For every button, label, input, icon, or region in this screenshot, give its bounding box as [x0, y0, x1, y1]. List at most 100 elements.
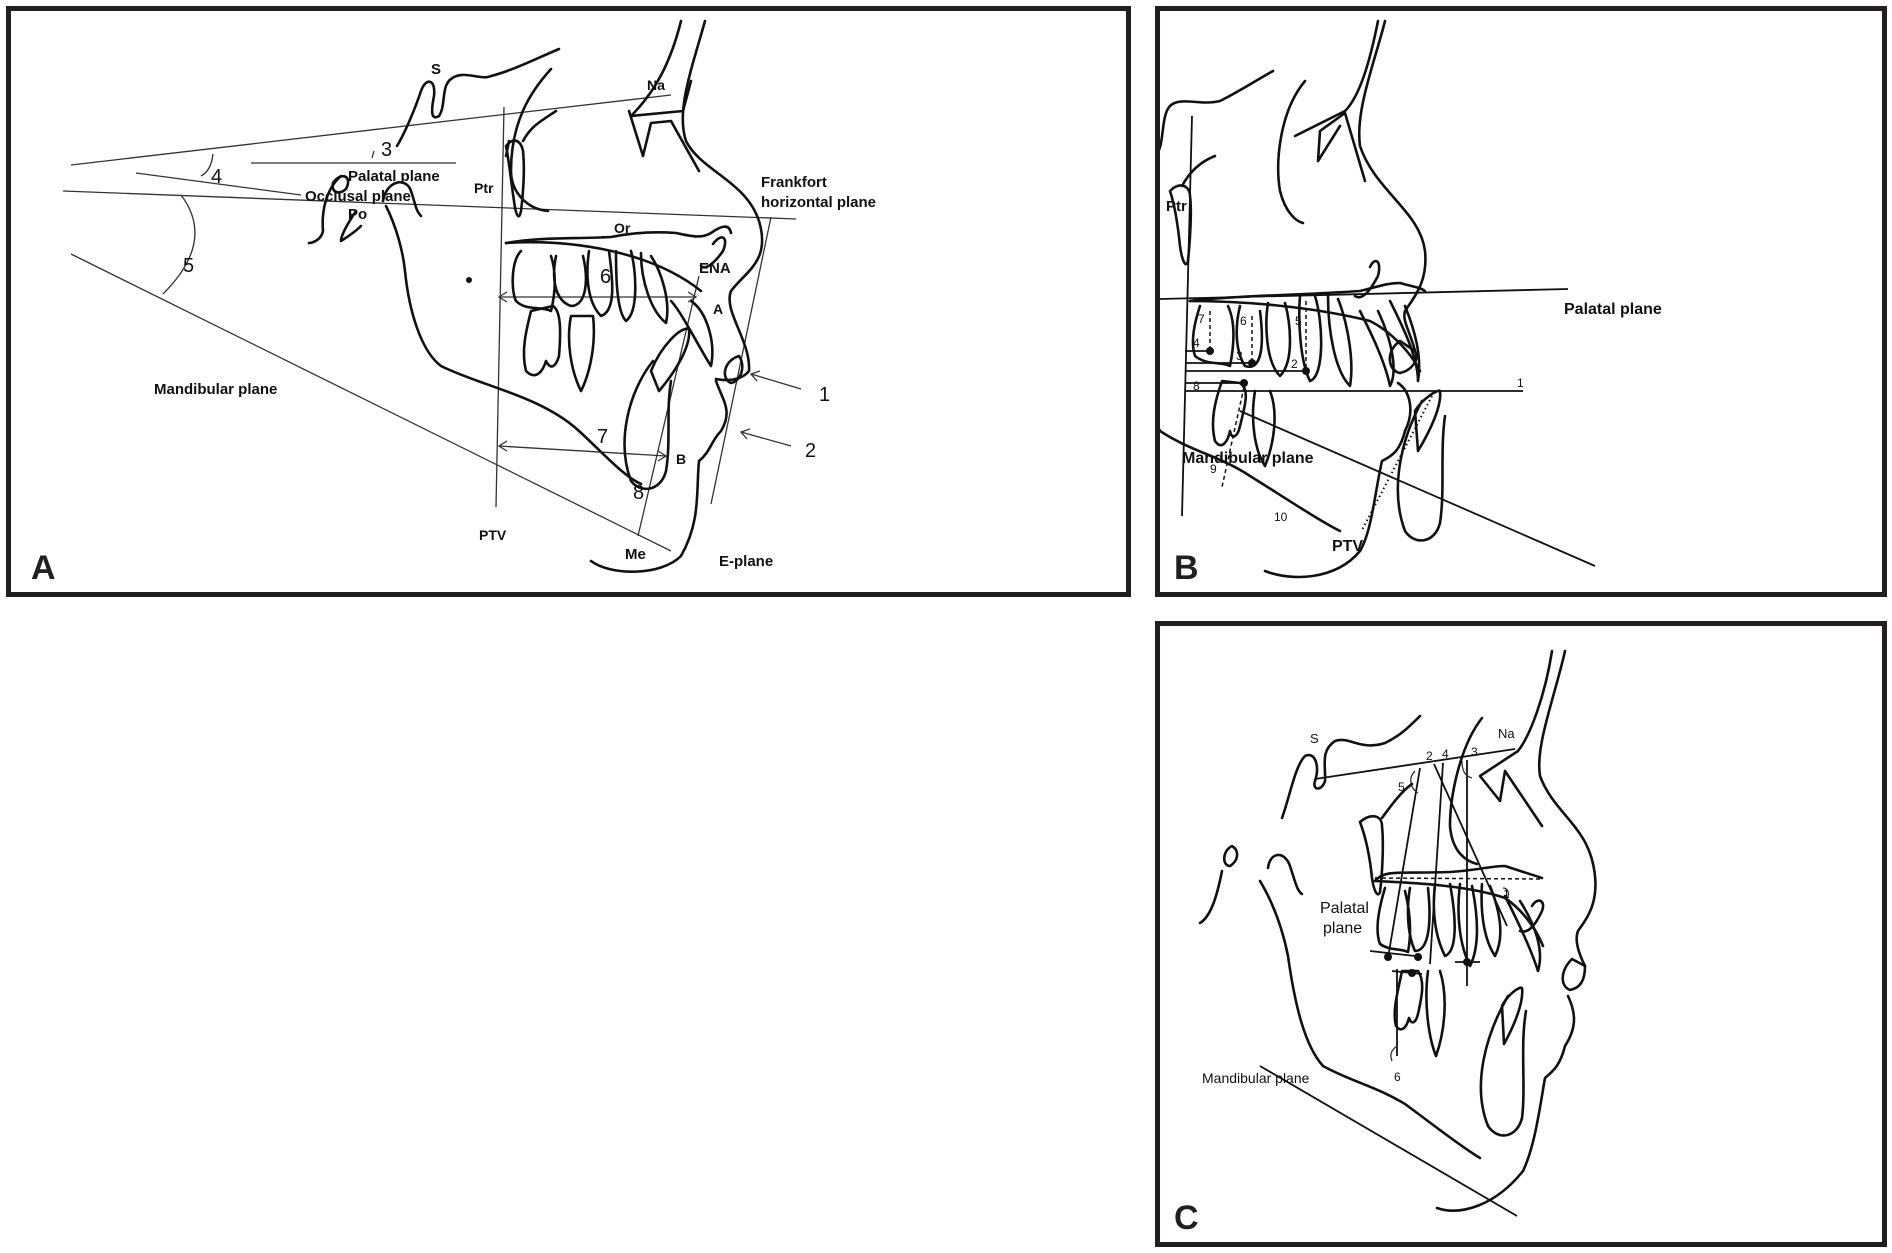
- label-ptv: PTV: [479, 527, 507, 543]
- upper-lip-outline: [723, 354, 744, 385]
- soft-tissue-nose-profile: [1357, 19, 1427, 353]
- occlusal-curve: [1188, 299, 1422, 373]
- sella-outline: [1160, 69, 1275, 151]
- measure-1: 1: [1503, 887, 1510, 901]
- pterygoid-outline: [1168, 154, 1217, 266]
- label-s: S: [431, 61, 441, 78]
- orbit-outline: [1448, 716, 1484, 866]
- measure-10: 10: [1274, 510, 1288, 524]
- measure-7: 7: [597, 426, 608, 448]
- angle-arc-4: [200, 153, 214, 177]
- soft-tissue-nose-profile: [681, 19, 764, 382]
- upper-molar-outline: [1191, 301, 1292, 378]
- soft-tissue-nose-profile: [1537, 649, 1597, 968]
- ptv-line: [1181, 115, 1193, 517]
- angle-arc-5: [1410, 770, 1419, 794]
- label-na: Na: [647, 77, 665, 93]
- measure-8: 8: [633, 482, 644, 504]
- upper-premolar-canine-outline: [586, 249, 669, 325]
- sn-line: [1314, 748, 1516, 780]
- styloid-outline: [339, 209, 363, 243]
- upper-molar-outline: [1376, 886, 1431, 954]
- lower-premolar-outline: [567, 314, 596, 393]
- panel-letter-a: A: [31, 549, 56, 587]
- mandibular-plane-line: [1239, 410, 1596, 567]
- arrow-7-line: [498, 445, 667, 457]
- label-palatal-line-1: Palatal: [1320, 900, 1369, 917]
- label-ptr: Ptr: [474, 180, 494, 196]
- measure-2: 2: [1291, 357, 1298, 371]
- panel-a: S Na Po Ptr Or ENA A B Me PTV Palatal pl…: [6, 6, 1131, 597]
- label-b-point: B: [676, 451, 686, 467]
- upper-premolar-outline: [1432, 882, 1502, 968]
- panel-a-tracing: S Na Po Ptr Or ENA A B Me PTV Palatal pl…: [31, 19, 876, 587]
- measure-4: 4: [211, 166, 222, 188]
- nose-ala-outline: [1518, 899, 1545, 933]
- upper-incisor-outline: [1503, 894, 1542, 973]
- panel-c-tracing: S Na Palatal plane Mandibular plane 1 2 …: [1174, 649, 1597, 1237]
- label-frankfort-line-1: Frankfort: [761, 174, 827, 191]
- label-palatal-line-2: plane: [1323, 920, 1362, 937]
- line-4: [1429, 762, 1444, 965]
- palate-outline: [1373, 864, 1544, 883]
- porion-circle: [331, 174, 350, 194]
- nose-tip-outline: [1561, 957, 1587, 992]
- angle-arc-3: [371, 150, 375, 159]
- nose-ala-outline: [1353, 259, 1381, 299]
- measure-2: 2: [805, 440, 816, 462]
- porion-outline: [307, 174, 343, 245]
- lower-incisor-outline: [1500, 986, 1524, 1046]
- line-5: [1387, 767, 1421, 959]
- panel-b-tracing: Ptr Palatal plane Mandibular plane PTV 1…: [1160, 19, 1662, 587]
- label-palatal-plane: Palatal plane: [1564, 301, 1662, 318]
- measure-3: 3: [1236, 349, 1243, 363]
- label-occlusal-plane: Occlusal plane: [305, 188, 411, 205]
- condyle-outline: [1266, 853, 1304, 896]
- measure-8: 8: [1193, 379, 1200, 393]
- label-or: Or: [614, 220, 631, 236]
- label-na: Na: [1498, 726, 1515, 741]
- condyle-outline: [381, 181, 423, 218]
- label-s: S: [1310, 731, 1319, 746]
- measure-3: 3: [381, 139, 392, 161]
- angle-arc-6: [1390, 1045, 1398, 1062]
- measure-1: 1: [1517, 376, 1524, 390]
- nasal-bone-outline: [1293, 19, 1380, 183]
- upper-incisor-outline: [1358, 299, 1421, 388]
- measure-4: 4: [1442, 747, 1449, 761]
- nose-ala-outline: [699, 236, 727, 269]
- lower-molar-outline: [522, 304, 562, 377]
- measure-3: 3: [1471, 745, 1478, 759]
- orbit-outline: [1277, 79, 1307, 225]
- label-ptr: Ptr: [1166, 198, 1187, 215]
- mandible-ramus-outline: [1258, 879, 1482, 1160]
- label-me: Me: [625, 546, 646, 563]
- soft-tissue-chin-profile: [589, 379, 728, 573]
- panel-letter-b: B: [1174, 549, 1199, 587]
- symphysis-outline: [1479, 994, 1528, 1137]
- lower-incisor-outline: [649, 327, 691, 393]
- palatal-plane-dashed: [1374, 877, 1541, 880]
- nasal-bone-outline: [629, 19, 693, 118]
- sella-outline: [395, 47, 561, 148]
- pterygoid-outline: [1358, 782, 1414, 896]
- ptv-line: [495, 106, 505, 508]
- angle-arc-5: [162, 194, 196, 295]
- label-frankfort-line-2: horizontal plane: [761, 194, 876, 211]
- label-po: Po: [348, 206, 367, 223]
- palate-outline: [1188, 281, 1427, 303]
- arrow-1-line: [750, 373, 802, 390]
- soft-tissue-chin-profile: [1263, 381, 1412, 579]
- measure-6: 6: [1394, 1070, 1401, 1084]
- nasal-bone-outline: [1478, 649, 1554, 828]
- arrow-2-line: [740, 431, 792, 447]
- label-mandibular-plane: Mandibular plane: [1202, 1070, 1310, 1086]
- label-mandibular-plane: Mandibular plane: [154, 381, 277, 398]
- sella-outline: [1280, 714, 1422, 820]
- label-ptv: PTV: [1332, 538, 1363, 555]
- lower-molar-outline: [1393, 969, 1424, 1031]
- measure-5: 5: [1295, 314, 1302, 328]
- mandibular-plane-line: [70, 253, 672, 552]
- mandibular-plane-line: [1259, 1065, 1518, 1217]
- measure-1: 1: [819, 384, 830, 406]
